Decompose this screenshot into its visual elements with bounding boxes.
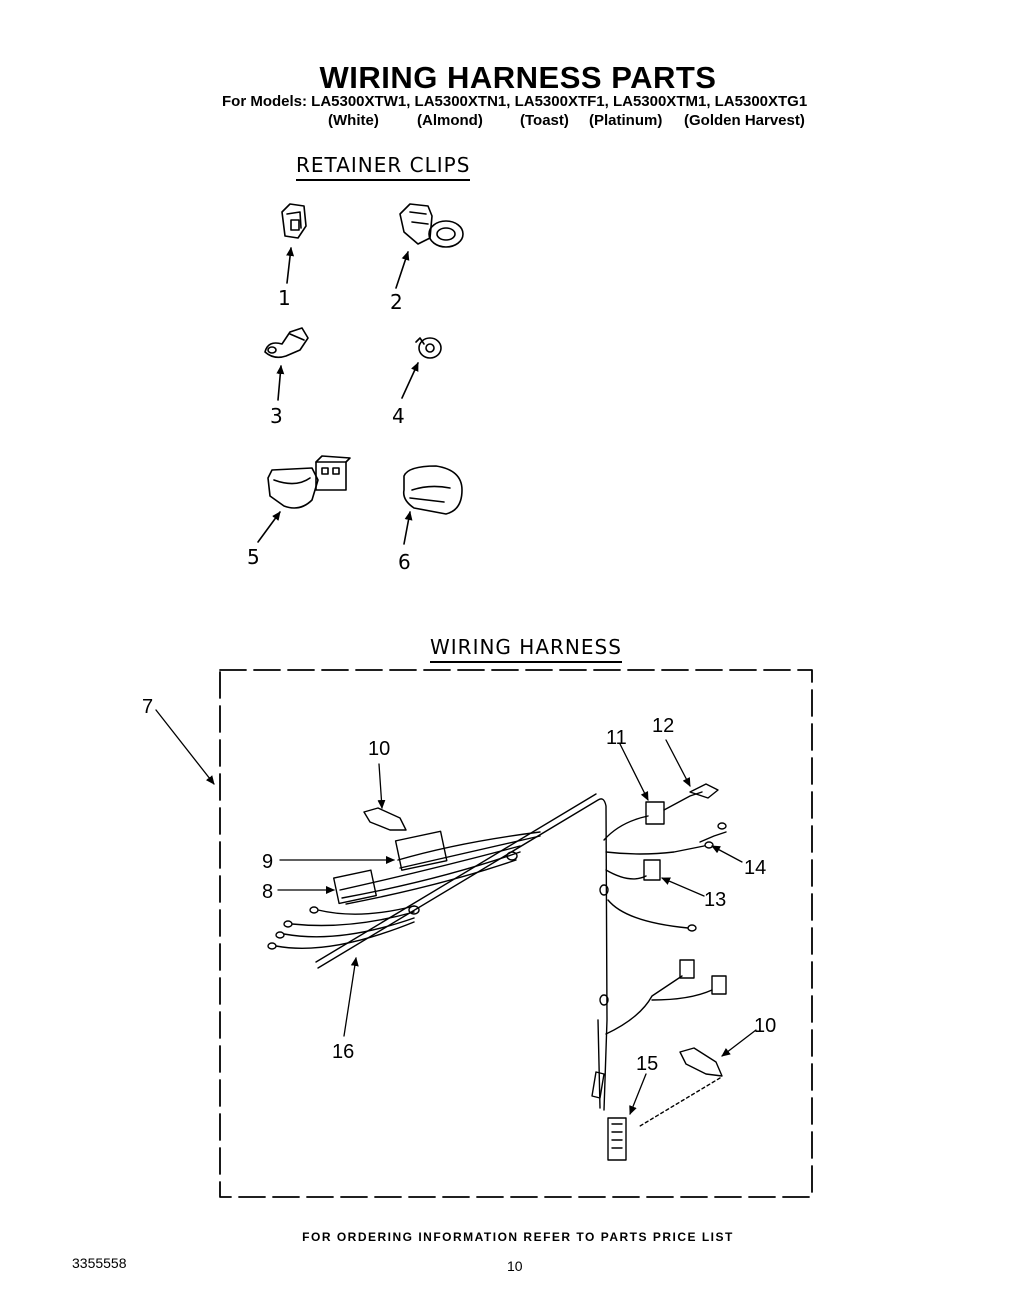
callout-10-upper: 10 — [368, 738, 390, 760]
document-number: 3355558 — [72, 1255, 127, 1271]
callout-9: 9 — [262, 851, 273, 873]
callout-15: 15 — [636, 1053, 658, 1075]
retainer-clip-1 — [281, 203, 307, 284]
retainer-clip-5 — [257, 455, 351, 543]
ordering-note: FOR ORDERING INFORMATION REFER TO PARTS … — [302, 1230, 734, 1244]
clip-number-6: 6 — [398, 550, 411, 574]
callout-12: 12 — [652, 715, 674, 737]
callout-11: 11 — [606, 727, 627, 749]
callout-16: 16 — [332, 1041, 354, 1063]
retainer-clip-2 — [395, 203, 464, 289]
retainer-clip-4 — [401, 337, 442, 399]
page-number: 10 — [507, 1258, 523, 1274]
color-platinum: (Platinum) — [589, 112, 663, 129]
callout-10-lower: 10 — [754, 1015, 776, 1037]
wiring-harness-assembly — [267, 783, 727, 1161]
clip-number-5: 5 — [247, 545, 260, 569]
callout-13: 13 — [704, 889, 726, 911]
callout-14: 14 — [744, 857, 766, 879]
color-white: (White) — [328, 112, 379, 129]
models-line: For Models: LA5300XTW1, LA5300XTN1, LA53… — [222, 93, 808, 110]
callout-7: 7 — [142, 696, 153, 718]
callout-leaders — [155, 709, 757, 1115]
callout-8: 8 — [262, 881, 273, 903]
retainer-clips-heading: RETAINER CLIPS — [296, 153, 471, 181]
retainer-clip-3 — [264, 327, 309, 401]
color-golden-harvest: (Golden Harvest) — [684, 112, 805, 129]
retainer-clip-6 — [402, 465, 463, 545]
color-toast: (Toast) — [520, 112, 569, 129]
wiring-harness-heading: WIRING HARNESS — [430, 635, 622, 663]
clip-number-3: 3 — [270, 404, 283, 428]
color-almond: (Almond) — [417, 112, 483, 129]
harness-callouts: 7 10 9 8 11 12 14 13 10 15 16 — [142, 696, 776, 1075]
harness-frame — [219, 669, 813, 1198]
clip-number-4: 4 — [392, 404, 405, 428]
clip-number-2: 2 — [390, 290, 403, 314]
page-title: WIRING HARNESS PARTS — [319, 60, 717, 95]
clip-number-1: 1 — [278, 286, 291, 310]
